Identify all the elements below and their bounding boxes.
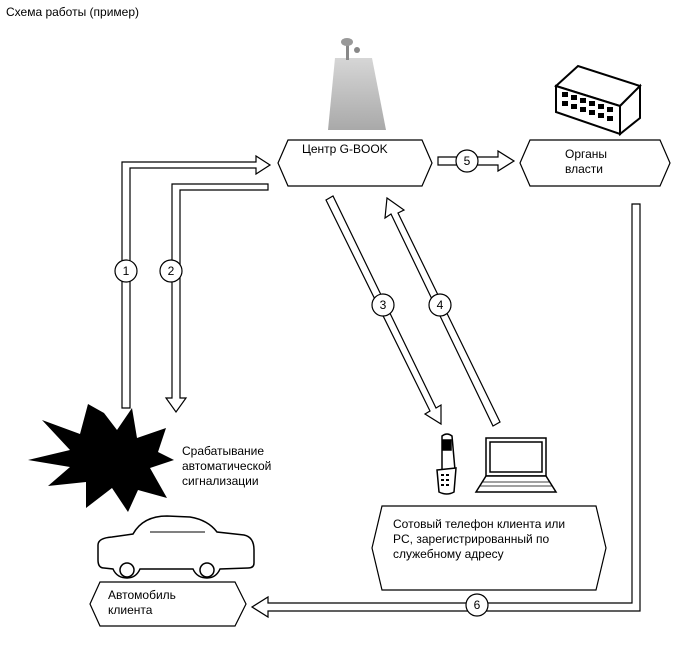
laptop-icon bbox=[474, 437, 558, 493]
client-car-box bbox=[89, 581, 247, 627]
step-2-circle bbox=[159, 259, 183, 283]
step-3-number: 3 bbox=[379, 298, 387, 312]
step-6-circle bbox=[465, 593, 489, 617]
alarm-label-line3: сигнализации bbox=[182, 474, 259, 488]
step-6-number: 6 bbox=[473, 598, 481, 612]
car-label-line1: Автомобиль bbox=[108, 588, 176, 602]
phone-label-line2: PC, зарегистрированный по bbox=[393, 532, 550, 546]
phone-label-line3: служебному адресу bbox=[393, 547, 504, 561]
arrow-step-2 bbox=[164, 183, 269, 414]
step-2-number: 2 bbox=[167, 264, 175, 278]
alarm-label-line1: Срабатывание bbox=[182, 444, 265, 458]
authorities-label-line1: Органы bbox=[565, 147, 608, 161]
phone-label-line1: Сотовый телефон клиента или bbox=[393, 517, 566, 531]
car-label-line2: клиента bbox=[108, 603, 153, 617]
center-gbook-box bbox=[277, 139, 433, 187]
center-label: Центр G-BOOK bbox=[302, 142, 388, 156]
step-4-circle bbox=[428, 293, 452, 317]
arrow-step-6 bbox=[250, 203, 641, 619]
diagram-title: Схема работы (пример) bbox=[6, 5, 140, 19]
mobile-phone-icon bbox=[436, 433, 457, 495]
step-5-number: 5 bbox=[463, 154, 471, 168]
car-icon bbox=[97, 515, 255, 579]
client-phone-box bbox=[371, 505, 607, 591]
tower-icon bbox=[328, 38, 386, 130]
building-icon bbox=[554, 64, 642, 137]
step-5-circle bbox=[455, 149, 479, 173]
step-1-circle bbox=[114, 259, 138, 283]
step-1-number: 1 bbox=[122, 264, 130, 278]
authorities-box bbox=[519, 139, 671, 187]
authorities-label-line2: власти bbox=[565, 162, 603, 176]
explosion-icon bbox=[28, 404, 174, 512]
step-4-number: 4 bbox=[436, 298, 444, 312]
step-3-circle bbox=[371, 293, 395, 317]
alarm-label-line2: автоматической bbox=[182, 459, 272, 473]
arrow-step-1 bbox=[121, 154, 272, 409]
